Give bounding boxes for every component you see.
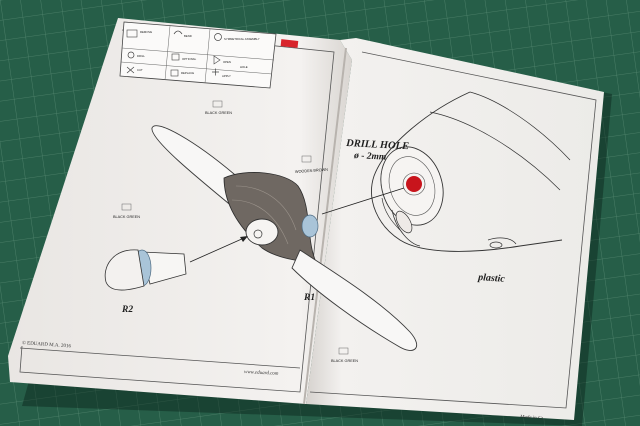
made-in-text: Made in Cz...: [519, 415, 547, 422]
legend-icon-cut: [126, 66, 135, 74]
drill-pointer-line: [321, 187, 405, 215]
drill-hole-mark: [406, 176, 422, 192]
legend-label-optional: OPTIONAL: [182, 57, 197, 61]
spinner-insert-arrow: [189, 237, 245, 263]
legend-label-drill: DRILL: [137, 54, 145, 58]
legend-icon-symmetrical: [214, 33, 222, 41]
legend-icon-apply: [212, 68, 219, 76]
paint-callout-bottom: BLACK GREEN: [331, 347, 358, 363]
fuselage-nose: [371, 91, 571, 252]
propeller-blade-lower: [291, 249, 418, 351]
legend-icon-drill: [127, 51, 135, 59]
fuselage-outline: [371, 91, 563, 252]
paint-callout-top: BLACK GREEN: [205, 100, 232, 115]
spinner-cone: [104, 249, 145, 291]
website-text: www.eduard.com: [244, 370, 279, 377]
legend-icon-replace: [170, 69, 179, 77]
paint-label-left: BLACK GREEN: [113, 215, 140, 219]
paint-label-bottom: BLACK GREEN: [331, 359, 358, 363]
legend-icon-remove: [126, 29, 138, 38]
legend-icon-bend: [173, 30, 183, 35]
legend-label-remove: REMOVE: [140, 30, 152, 34]
copyright-text: © EDUARD M.A. 2016: [22, 340, 72, 349]
legend-icon-open: [213, 55, 221, 65]
red-color-swatch: [280, 39, 299, 48]
legend-icon-optional: [171, 53, 180, 61]
legend-label-symmetrical: SYMMETRICAL ASSEMBLY: [224, 37, 260, 41]
part-r2-label: R2: [121, 305, 133, 315]
right-page-frame: [309, 51, 597, 409]
plastic-label: plastic: [477, 272, 506, 285]
booklet-spine: [303, 47, 347, 405]
paint-label-mid: WOODEN BROWN: [295, 168, 329, 174]
legend-box: REMOVE BEND SYMMETRICAL ASSEMBLY DRILL O…: [119, 21, 277, 89]
legend-label-hole: HOLE: [240, 65, 248, 69]
propeller-hub-opening: [245, 218, 279, 246]
legend-label-cut: CUT: [137, 68, 143, 72]
left-page: [8, 18, 352, 404]
legend-label-bend: BEND: [184, 34, 192, 38]
drill-hole-heading: DRILL HOLE: [345, 138, 409, 152]
paint-callout-left: BLACK GREEN: [113, 203, 140, 219]
propeller-shaft-collar: [301, 214, 319, 238]
propeller-assembly: [151, 125, 418, 351]
drill-diameter-label: ø - 2mm: [353, 151, 387, 163]
legend-label-open: OPEN: [223, 60, 231, 64]
footer-rule-left: [19, 347, 301, 369]
paint-label-top: BLACK GREEN: [205, 111, 232, 115]
legend-label-apply: APPLY: [222, 74, 231, 78]
legend-label-replace: REPLACE: [181, 71, 194, 75]
paint-callout-mid: WOODEN BROWN: [295, 155, 329, 174]
spinner-r2: [104, 249, 187, 291]
part-r1-label: R1: [303, 293, 315, 303]
